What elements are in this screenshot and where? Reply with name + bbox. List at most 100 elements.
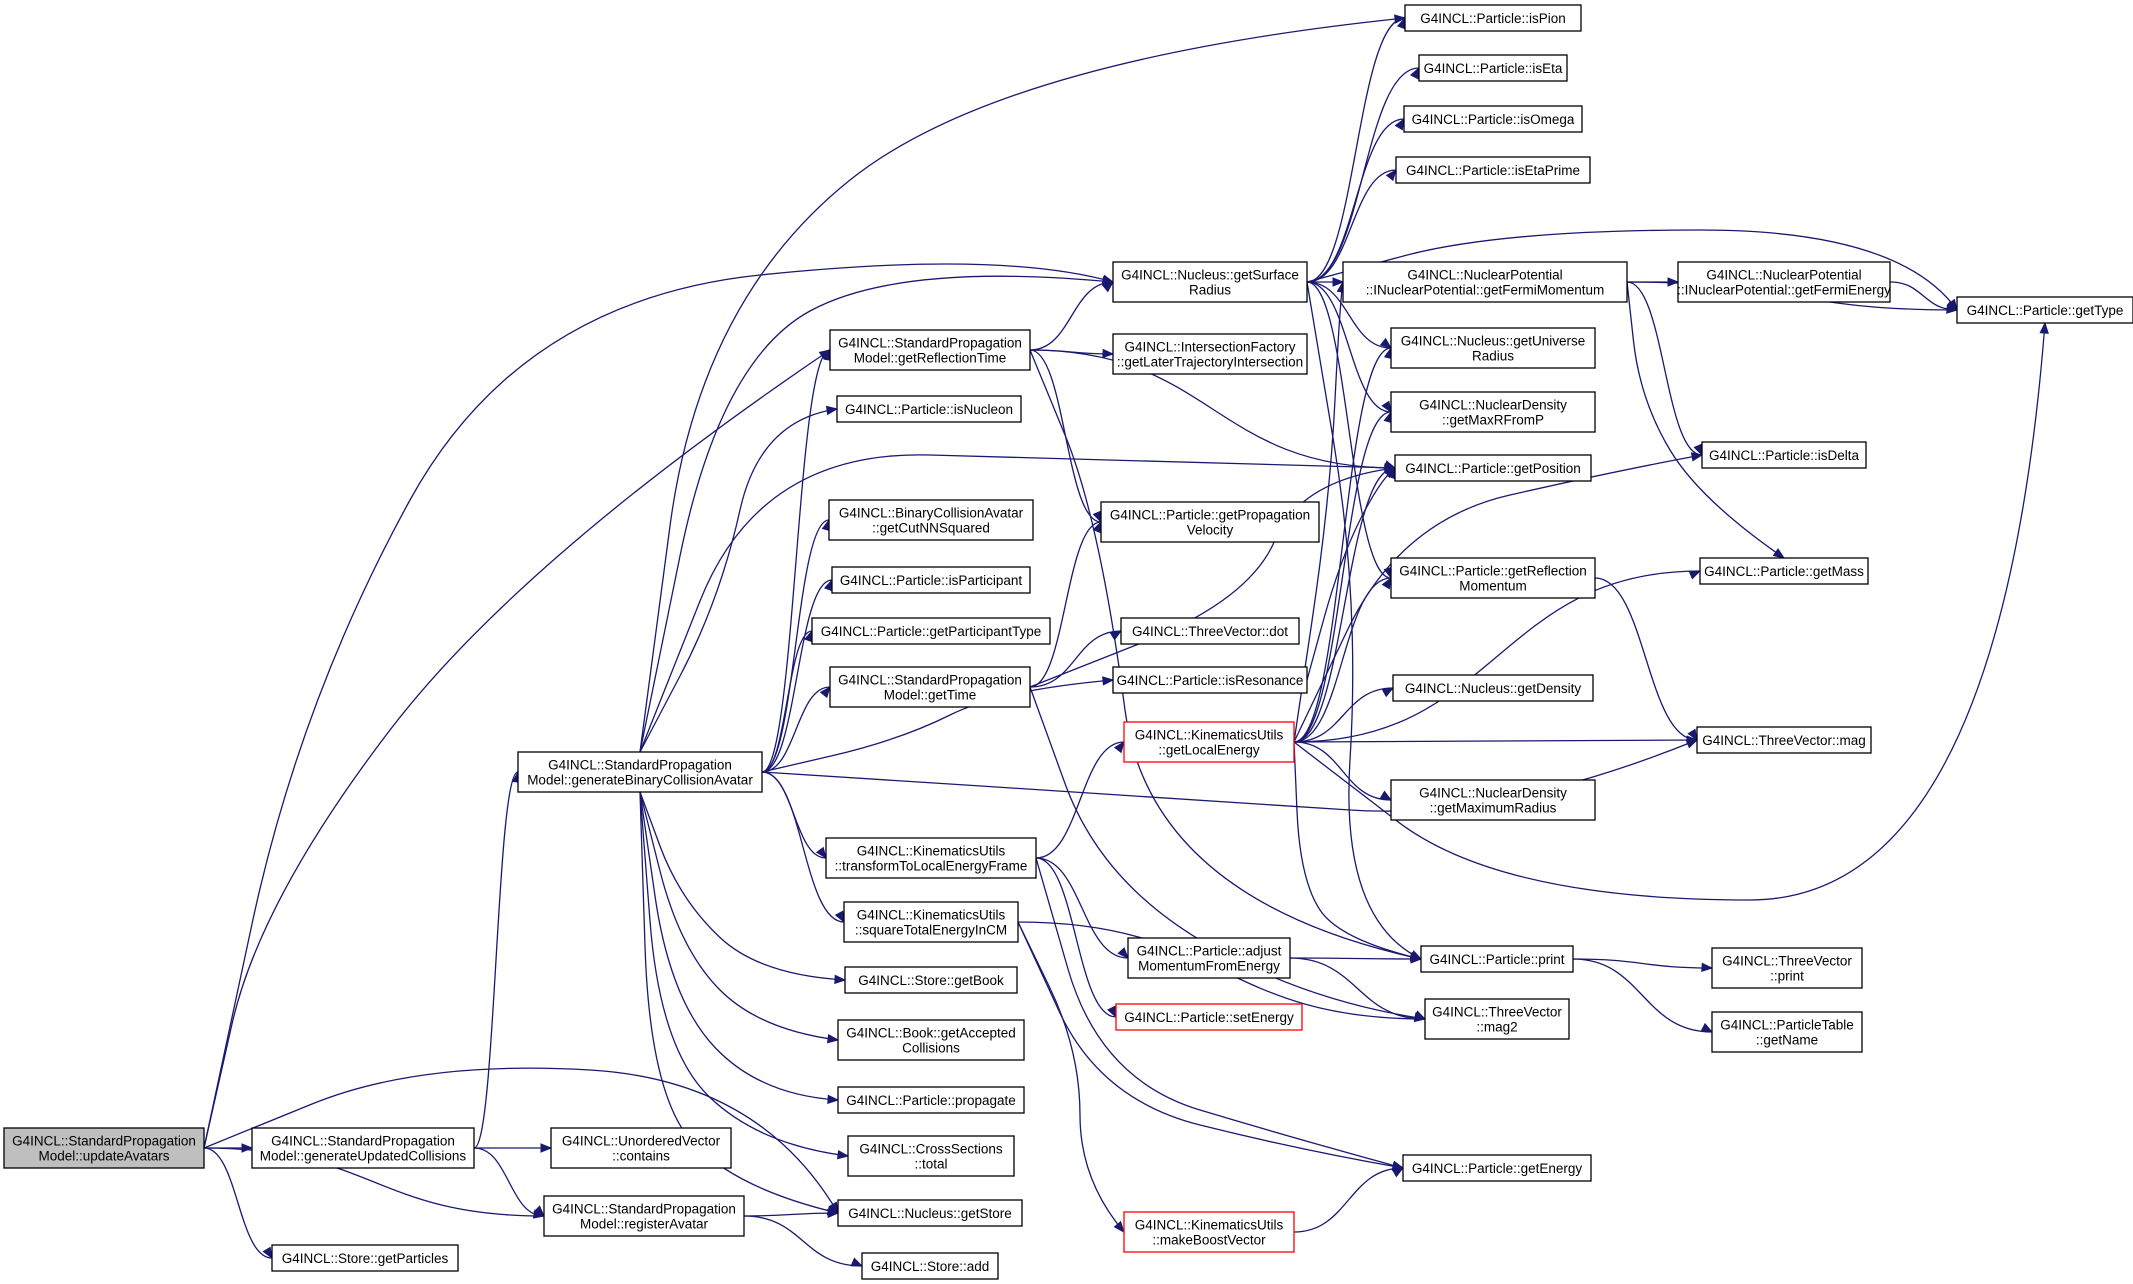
node-isPion[interactable]: G4INCL::Particle::isPion: [1404, 4, 1582, 32]
node-adjustMom[interactable]: G4INCL::Particle::adjustMomentumFromEner…: [1127, 937, 1291, 979]
node-getMass[interactable]: G4INCL::Particle::getMass: [1699, 557, 1869, 585]
node-genBin[interactable]: G4INCL::StandardPropagationModel::genera…: [517, 751, 763, 793]
edge-reflMom-to-tvMag: [1594, 577, 1698, 742]
edge-line: [1293, 322, 2046, 901]
node-genUpd[interactable]: G4INCL::StandardPropagationModel::genera…: [251, 1127, 475, 1169]
arrowhead: [1101, 281, 1115, 293]
node-getLocalEnergy[interactable]: G4INCL::KinematicsUtils::getLocalEnergy: [1123, 721, 1295, 763]
node-box: [1392, 674, 1594, 702]
node-maxRadius[interactable]: G4INCL::NuclearDensity::getMaximumRadius: [1390, 779, 1596, 821]
node-getPartType[interactable]: G4INCL::Particle::getParticipantType: [811, 617, 1051, 645]
edge-line: [1293, 347, 1392, 743]
node-label-line: G4INCL::Store::getBook: [858, 973, 1004, 988]
node-box: [1112, 666, 1308, 694]
node-storeGetBook[interactable]: G4INCL::Store::getBook: [844, 966, 1018, 994]
edge-line: [1293, 281, 1344, 743]
node-isResonance[interactable]: G4INCL::Particle::isResonance: [1112, 666, 1308, 694]
node-label-line: ::getMaxRFromP: [1442, 413, 1544, 428]
node-label-line: G4INCL::KinematicsUtils: [857, 844, 1006, 859]
edge-fermiEnergy-to-getType: [1889, 281, 1959, 311]
node-ptGetName[interactable]: G4INCL::ParticleTable::getName: [1711, 1011, 1863, 1053]
arrowhead: [262, 1246, 273, 1260]
edge-line: [1293, 741, 1422, 960]
node-fermiMom[interactable]: G4INCL::NuclearPotential::INuclearPotent…: [1342, 261, 1628, 303]
node-box: [1711, 947, 1863, 989]
edge-line: [639, 17, 1406, 753]
node-box: [825, 837, 1037, 879]
edge-isResonance-to-getPosition: [1306, 467, 1397, 681]
node-label-line: G4INCL::IntersectionFactory: [1124, 340, 1295, 355]
node-isEtaPrime[interactable]: G4INCL::Particle::isEtaPrime: [1395, 156, 1591, 184]
node-isDelta[interactable]: G4INCL::Particle::isDelta: [1701, 441, 1867, 469]
node-getReflTime[interactable]: G4INCL::StandardPropagationModel::getRef…: [829, 329, 1031, 371]
edge-getTime-to-getPosition: [1029, 464, 1397, 688]
node-maxRFromP[interactable]: G4INCL::NuclearDensity::getMaxRFromP: [1390, 391, 1596, 433]
node-isNucleon[interactable]: G4INCL::Particle::isNucleon: [836, 395, 1022, 423]
node-box: [1390, 557, 1596, 599]
edge-genUpd-to-uvContains: [474, 1143, 553, 1153]
node-box: [837, 1019, 1025, 1061]
node-fermiEnergy[interactable]: G4INCL::NuclearPotential::INuclearPotent…: [1677, 261, 1891, 303]
node-getDensity[interactable]: G4INCL::Nucleus::getDensity: [1392, 674, 1594, 702]
node-regAvatar[interactable]: G4INCL::StandardPropagationModel::regist…: [543, 1195, 745, 1237]
node-propagate[interactable]: G4INCL::Particle::propagate: [837, 1086, 1025, 1114]
node-getType[interactable]: G4INCL::Particle::getType: [1956, 296, 2133, 324]
node-getEnergy[interactable]: G4INCL::Particle::getEnergy: [1402, 1154, 1592, 1182]
node-csTotal[interactable]: G4INCL::CrossSections::total: [847, 1135, 1015, 1177]
node-label-line: ::INuclearPotential::getFermiEnergy: [1677, 283, 1891, 298]
node-tvDot[interactable]: G4INCL::ThreeVector::dot: [1120, 617, 1300, 645]
node-uvContains[interactable]: G4INCL::UnorderedVector::contains: [550, 1127, 732, 1169]
edge-genBin-to-propagate: [639, 791, 840, 1105]
arrowhead: [1332, 277, 1345, 287]
arrowhead: [819, 685, 831, 699]
edge-line: [1306, 118, 1405, 283]
node-tvPrint[interactable]: G4INCL::ThreeVector::print: [1711, 947, 1863, 989]
edge-nucSurface-to-isPion: [1306, 16, 1406, 283]
node-label-line: Model::getReflectionTime: [854, 351, 1007, 366]
node-transformLocal[interactable]: G4INCL::KinematicsUtils::transformToLoca…: [825, 837, 1037, 879]
node-box: [836, 395, 1022, 423]
edge-line: [1594, 577, 1698, 741]
node-getCutNN[interactable]: G4INCL::BinaryCollisionAvatar::getCutNNS…: [828, 499, 1034, 541]
node-mag2[interactable]: G4INCL::ThreeVector::mag2: [1424, 998, 1570, 1040]
node-print[interactable]: G4INCL::Particle::print: [1420, 945, 1574, 973]
node-laterTraj[interactable]: G4INCL::IntersectionFactory::getLaterTra…: [1112, 333, 1308, 375]
edge-regAvatar-to-storeAdd: [743, 1215, 864, 1267]
node-isParticipant[interactable]: G4INCL::Particle::isParticipant: [831, 566, 1031, 594]
node-label-line: G4INCL::Particle::getMass: [1704, 564, 1864, 579]
node-getPosition[interactable]: G4INCL::Particle::getPosition: [1394, 454, 1592, 482]
node-isEta[interactable]: G4INCL::Particle::isEta: [1418, 54, 1568, 82]
edge-genBin-to-getTime: [761, 685, 831, 773]
node-box: [844, 966, 1018, 994]
arrowhead: [1381, 687, 1395, 698]
node-box: [1120, 617, 1300, 645]
node-squareTotal[interactable]: G4INCL::KinematicsUtils::squareTotalEner…: [843, 901, 1019, 943]
node-getTime[interactable]: G4INCL::StandardPropagationModel::getTim…: [829, 666, 1031, 708]
edge-line: [473, 1147, 545, 1217]
edge-line: [1017, 921, 1404, 1169]
node-setEnergy[interactable]: G4INCL::Particle::setEnergy: [1115, 1003, 1303, 1031]
node-label-line: Model::generateBinaryCollisionAvatar: [527, 773, 753, 788]
node-storeAdd[interactable]: G4INCL::Store::add: [861, 1252, 999, 1280]
node-boostVec[interactable]: G4INCL::KinematicsUtils::makeBoostVector: [1123, 1211, 1295, 1253]
edge-line: [1029, 630, 1122, 688]
node-label-line: Momentum: [1459, 579, 1527, 594]
node-nucGetStore[interactable]: G4INCL::Nucleus::getStore: [837, 1199, 1023, 1227]
edge-line: [1035, 741, 1125, 859]
edge-line: [1293, 1167, 1404, 1233]
node-label-line: G4INCL::Nucleus::getStore: [848, 1206, 1012, 1221]
node-box: [1115, 1003, 1303, 1031]
node-isOmega[interactable]: G4INCL::Particle::isOmega: [1403, 105, 1583, 133]
node-label-line: G4INCL::NuclearDensity: [1419, 398, 1567, 413]
node-tvMag[interactable]: G4INCL::ThreeVector::mag: [1696, 726, 1872, 754]
arrowhead: [1690, 452, 1704, 462]
node-getParticles[interactable]: G4INCL::Store::getParticles: [271, 1244, 459, 1272]
arrowhead: [826, 1205, 840, 1216]
node-label-line: G4INCL::Particle::isParticipant: [840, 573, 1023, 588]
arrowhead: [1383, 467, 1397, 479]
